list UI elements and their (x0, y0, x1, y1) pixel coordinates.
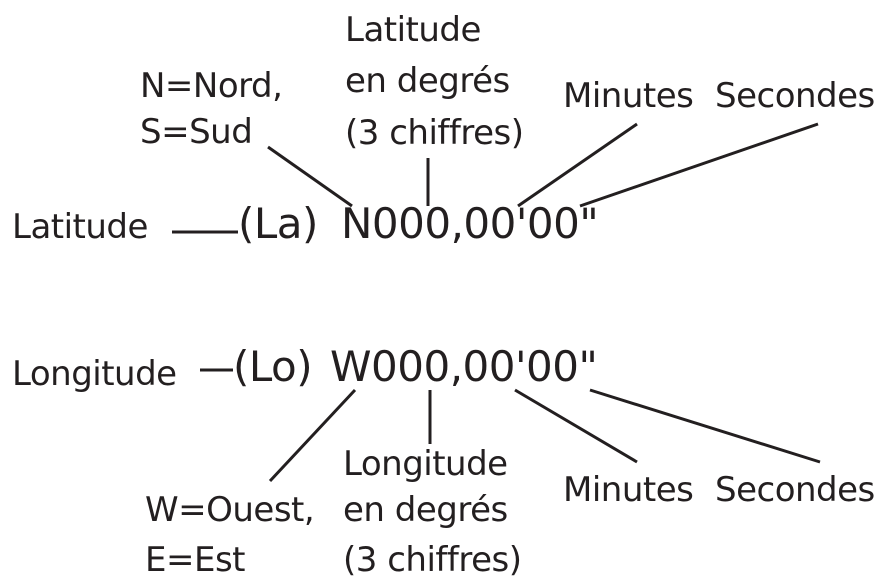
lat-degrees-note-line-1: Latitude (345, 10, 481, 50)
lat-hemisphere-note-line-1: N=Nord, (140, 66, 283, 106)
longitude-row-label: Longitude (12, 354, 177, 394)
lat-seconds-label: Secondes (715, 76, 875, 116)
lon-degrees-note-line-1: Longitude (343, 444, 508, 484)
latitude-code: N000,00'00" (341, 199, 599, 248)
lon-minutes-connector (514, 388, 638, 464)
lon-degrees-note-line-3: (3 chiffres) (343, 540, 522, 580)
lat-hemisphere-connector (267, 145, 353, 208)
longitude-code: W000,00'00" (330, 342, 598, 391)
lon-hemisphere-note-line-1: W=Ouest, (145, 490, 315, 530)
lat-seconds-connector (579, 122, 819, 208)
lat-degrees-note-line-3: (3 chiffres) (345, 113, 524, 153)
lon-seconds-connector (589, 388, 821, 464)
latitude-row-label: Latitude (12, 207, 148, 247)
lon-degrees-note-line-2: en degrés (343, 490, 508, 530)
lon-seconds-label: Secondes (715, 470, 875, 510)
latitude-prefix: (La) (238, 199, 318, 248)
lat-minutes-connector (517, 122, 638, 208)
lon-minutes-label: Minutes (563, 470, 694, 510)
lat-minutes-label: Minutes (563, 76, 694, 116)
lon-hemisphere-connector (268, 388, 357, 483)
lon-hemisphere-note-line-2: E=Est (145, 540, 246, 580)
longitude-prefix: (Lo) (233, 342, 313, 391)
lat-hemisphere-note-line-2: S=Sud (140, 112, 253, 152)
lat-degrees-note-line-2: en degrés (345, 61, 510, 101)
